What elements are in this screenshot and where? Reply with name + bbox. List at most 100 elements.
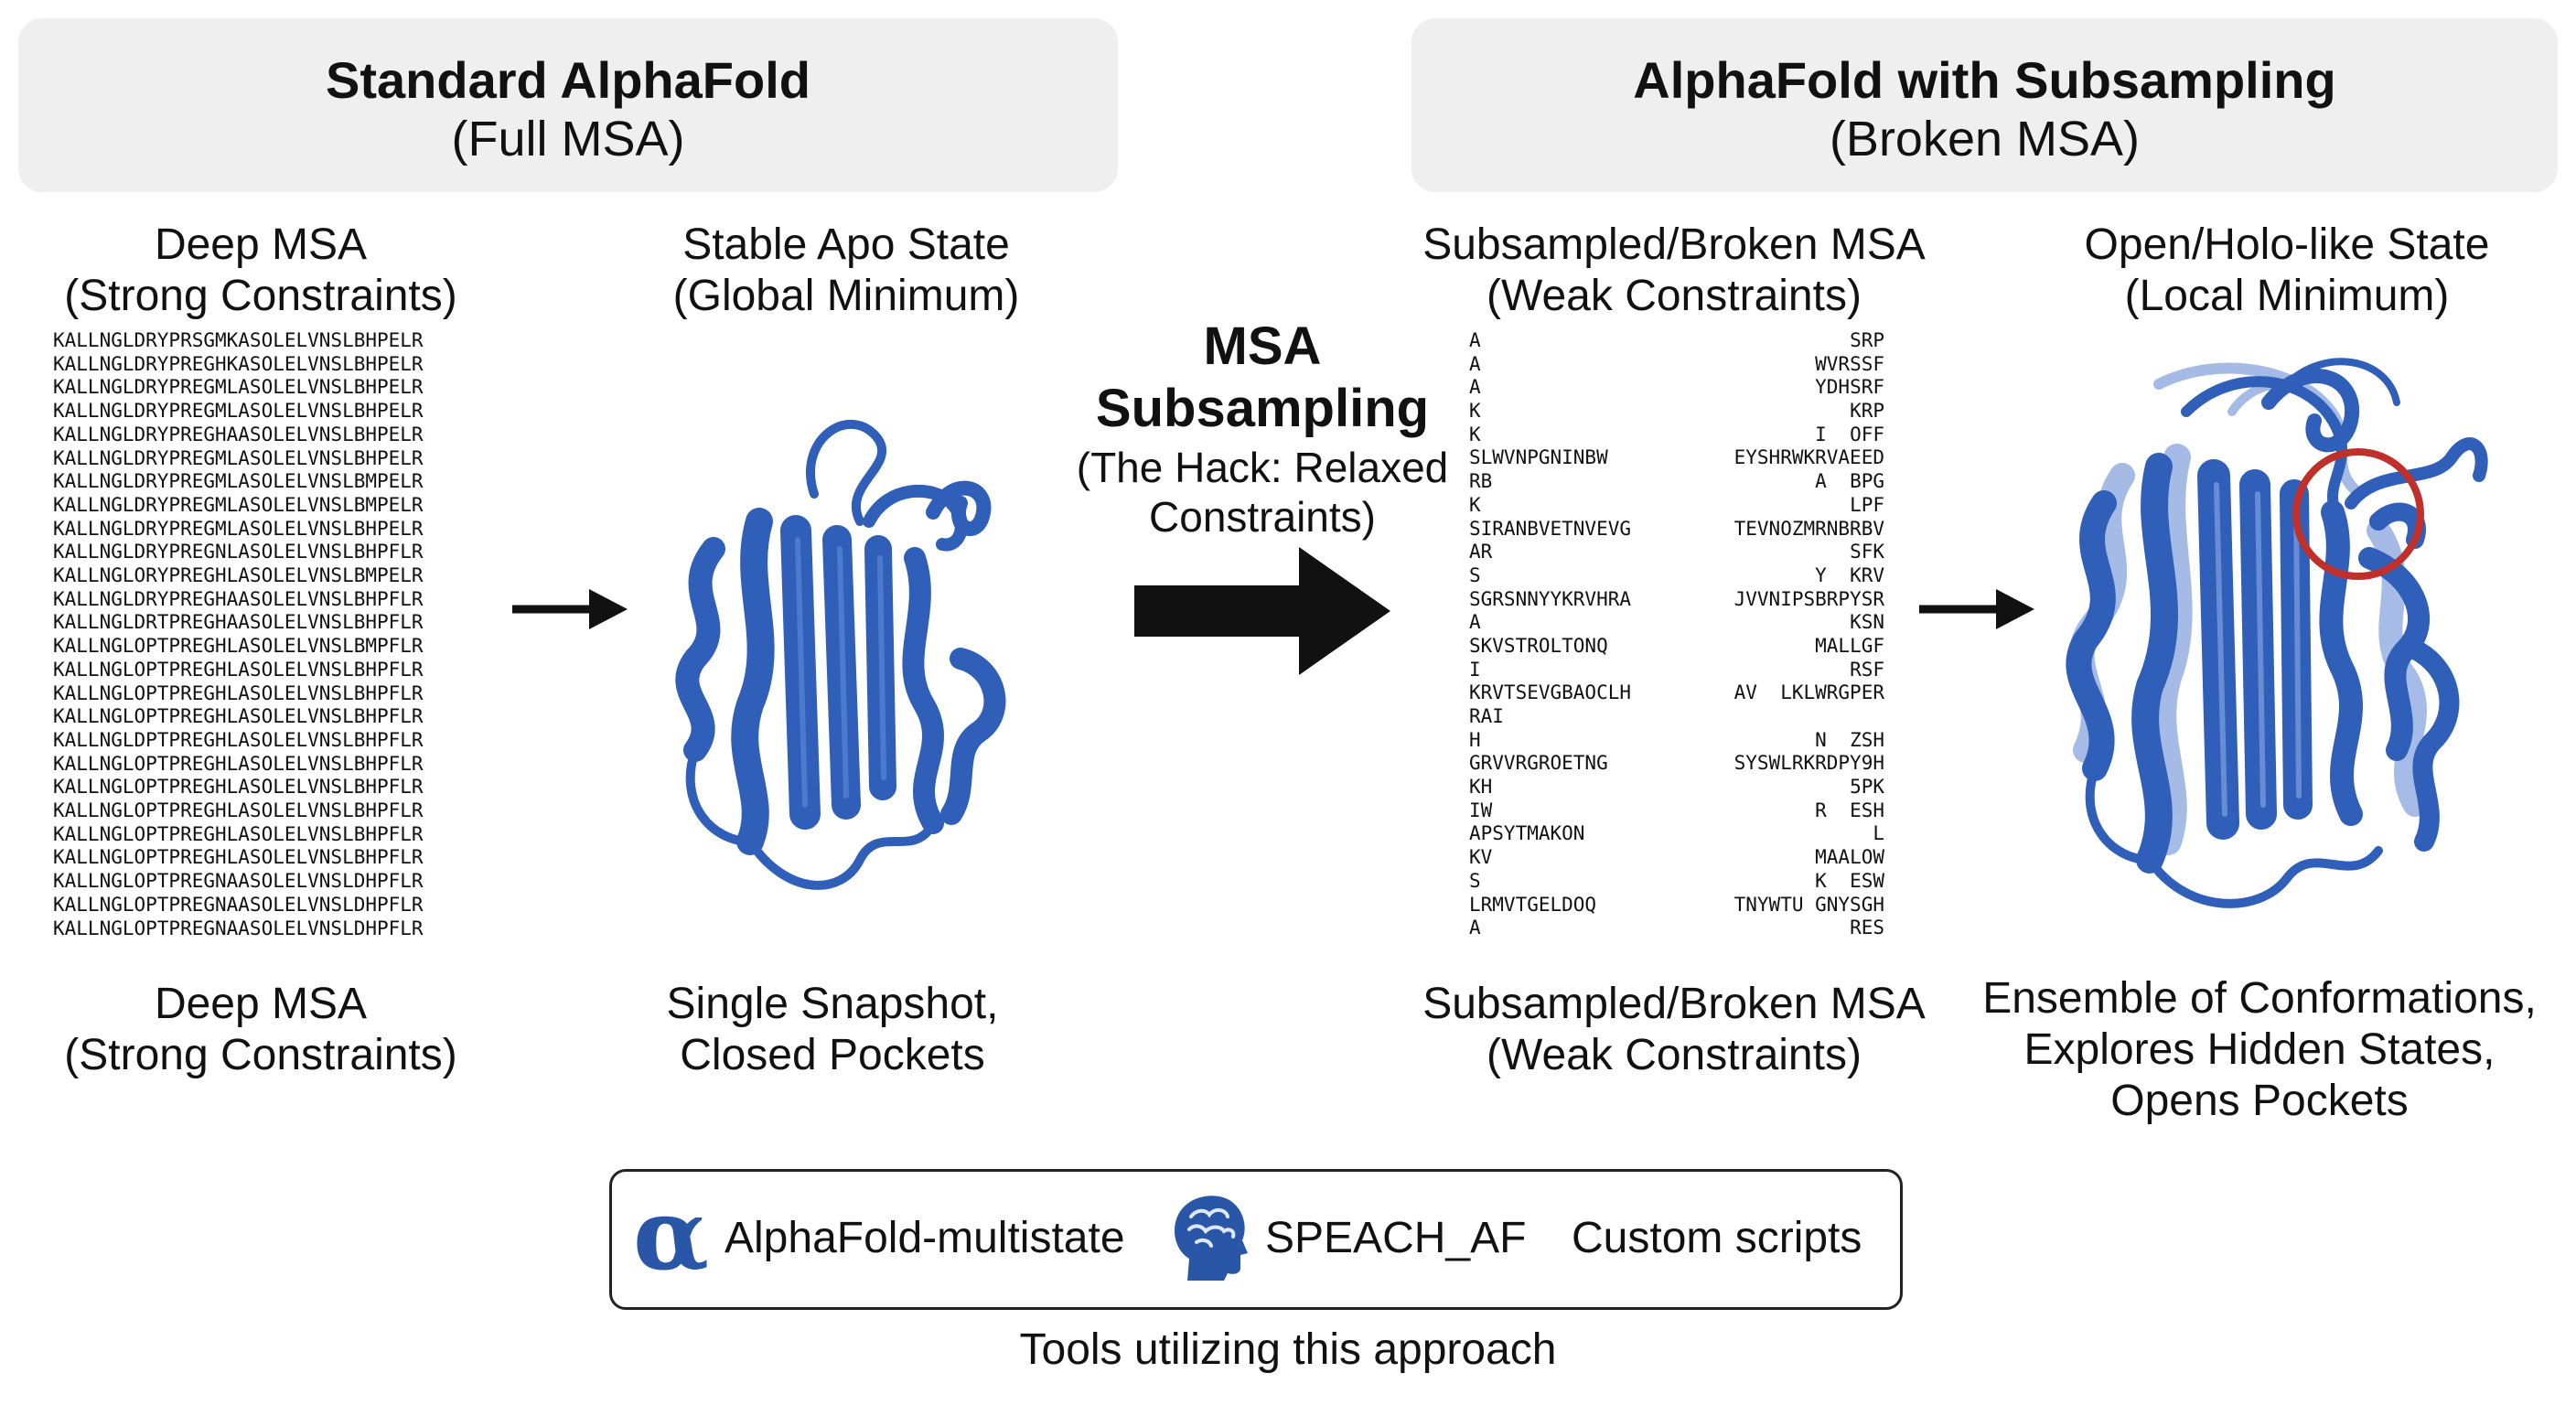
broken-msa-row-right [1701, 705, 1884, 729]
msa-row: KALLNGLDRYPREGMLASOLELVNSLBHPELR [53, 400, 424, 423]
broken-msa-row-right: SYSWLRKRDPY9H [1733, 752, 1884, 775]
msa-row: KALLNGLOPTPREGNAASOLELVNSLDHPFLR [53, 917, 424, 939]
right-panel-header: AlphaFold with Subsampling (Broken MSA) [1411, 18, 2558, 192]
broken-msa-row-right: K ESW [1815, 869, 1884, 892]
alpha-icon: α [633, 1177, 710, 1292]
broken-msa-row-right: L [1873, 822, 1884, 845]
msa-row: KALLNGLDRYPREGMLASOLELVNSLBMPELR [53, 493, 424, 516]
left-panel-header: Standard AlphaFold (Full MSA) [18, 18, 1118, 192]
broken-msa-row-left: SGRSNNYYKRVHRA [1469, 587, 1632, 610]
broken-msa-row-right: RSF [1850, 658, 1884, 681]
right-structure-bottom-caption: Ensemble of Conformations, Explores Hidd… [1982, 974, 2537, 1125]
broken-msa-row-left: SLWVNPGNINBW [1469, 446, 1608, 469]
right-msa-bottom-caption: Subsampled/Broken MSA (Weak Constraints) [1422, 980, 1926, 1079]
broken-msa-row-left: KH [1469, 776, 1493, 799]
broken-msa-row-left: A [1469, 329, 1481, 351]
left-structure-bottom-caption: Single Snapshot, Closed Pockets [666, 980, 999, 1079]
msa-row: KALLNGLOPTPREGNAASOLELVNSLDHPFLR [53, 870, 424, 893]
broken-msa-row-left: GRVVRGROETNG [1469, 752, 1608, 775]
broken-msa-row-left: K [1469, 400, 1481, 423]
msa-row: KALLNGLOPTPREGHLASOLELVNSLBHPFLR [53, 776, 424, 799]
broken-msa-row-right: TNYWTU GNYSGH [1733, 893, 1884, 916]
msa-row: KALLNGLOPTPREGHLASOLELVNSLBHPFLR [53, 752, 424, 775]
msa-row: KALLNGLOPTPREGHLASOLELVNSLBHPFLR [53, 799, 424, 822]
broken-msa-row-right: KSN [1850, 611, 1884, 634]
tool-alphafold-multistate: AlphaFold-multistate [724, 1214, 1125, 1262]
broken-msa-row-left: LRMVTGELDOQ [1469, 893, 1597, 916]
broken-msa-row-right: 5PK [1850, 776, 1884, 799]
msa-row: KALLNGLDRYPREGMLASOLELVNSLBHPELR [53, 376, 424, 399]
msa-row: KALLNGLOPTPREGHLASOLELVNSLBMPFLR [53, 635, 424, 658]
msa-row: KALLNGLOPTPREGNAASOLELVNSLDHPFLR [53, 893, 424, 916]
protein-structure-ensemble [2066, 358, 2488, 908]
msa-row: KALLNGLDRYPREGNLASOLELVNSLBHPFLR [53, 541, 424, 563]
msa-subsampling-subtitle: (The Hack: Relaxed Constraints) [1076, 444, 1449, 541]
broken-msa-row-right: YDHSRF [1815, 376, 1884, 399]
broken-msa-row-right: AV LKLWRGPER [1733, 681, 1884, 704]
right-panel-title: AlphaFold with Subsampling [1633, 51, 2336, 109]
broken-msa-row-left: H [1469, 728, 1481, 751]
broken-msa-row-right: TEVNOZMRNBRBV [1733, 517, 1884, 540]
tools-caption: Tools utilizing this approach [1019, 1325, 1557, 1374]
left-panel-title: Standard AlphaFold [326, 51, 810, 109]
tools-box [609, 1169, 1903, 1310]
broken-msa-row-left: A [1469, 917, 1481, 939]
broken-msa-row-right: SRP [1850, 329, 1884, 351]
broken-msa-row-right: EYSHRWKRVAEED [1733, 446, 1884, 469]
right-msa-top-caption: Subsampled/Broken MSA (Weak Constraints) [1422, 220, 1926, 320]
broken-msa-row-right: WVRSSF [1815, 352, 1884, 375]
msa-row: KALLNGLOPTPREGHLASOLELVNSLBHPFLR [53, 681, 424, 704]
msa-row: KALLNGLDRYPREGMLASOLELVNSLBHPELR [53, 517, 424, 540]
msa-row: KALLNGLDRYPREGMLASOLELVNSLBHPELR [53, 446, 424, 469]
msa-row: KALLNGLDRTPREGHAASOLELVNSLBHPFLR [53, 611, 424, 634]
broken-msa-row-left: S [1469, 869, 1481, 892]
msa-row: KALLNGLDRYPREGMLASOLELVNSLBMPELR [53, 470, 424, 493]
broken-msa-row-left: RB [1469, 470, 1493, 493]
broken-msa-row-left: APSYTMAKON [1469, 822, 1585, 845]
msa-row: KALLNGLOPTPREGHLASOLELVNSLBHPFLR [53, 822, 424, 845]
brain-head-icon [1175, 1196, 1248, 1281]
arrow-right-icon [512, 589, 628, 629]
broken-msa-row-left: S [1469, 563, 1481, 586]
right-structure-top-caption: Open/Holo-like State (Local Minimum) [2084, 220, 2490, 320]
broken-msa-row-left: K [1469, 493, 1481, 516]
broken-msa-row-right: KRP [1850, 400, 1884, 423]
broken-msa-row-right: MALLGF [1815, 634, 1884, 657]
broken-msa-row-left: A [1469, 376, 1481, 399]
broken-msa-row-left: KRVTSEVGBAOCLH [1469, 681, 1632, 704]
broken-msa-row-left: SKVSTROLTONQ [1469, 634, 1608, 657]
msa-row: KALLNGLDRYPRSGMKASOLELVNSLBHPELR [53, 329, 424, 351]
msa-row: KALLNGLOPTPREGHLASOLELVNSLBHPFLR [53, 658, 424, 681]
broken-msa-row-left: I [1469, 658, 1481, 681]
broken-msa-row-left: K [1469, 423, 1481, 445]
broken-msa-row-right: I OFF [1815, 423, 1884, 445]
right-panel-subtitle: (Broken MSA) [1829, 112, 2141, 166]
broken-msa-row-right: R ESH [1815, 799, 1884, 821]
broken-msa-row-right: N ZSH [1815, 728, 1884, 751]
left-structure-top-caption: Stable Apo State (Global Minimum) [672, 220, 1020, 320]
arrow-right-icon [1134, 547, 1390, 675]
broken-msa-row-right: MAALOW [1815, 846, 1884, 869]
broken-msa-row-left: SIRANBVETNVEVG [1469, 517, 1632, 540]
broken-msa-row-left: AR [1469, 541, 1493, 563]
broken-msa-row-left: KV [1469, 846, 1493, 869]
msa-row: KALLNGLORYPREGHLASOLELVNSLBMPELR [53, 564, 424, 587]
tool-speach-af: SPEACH_AF [1265, 1214, 1527, 1262]
msa-row: KALLNGLDRYPREGHKASOLELVNSLBHPELR [53, 352, 424, 375]
msa-row: KALLNGLDRYPREGHAASOLELVNSLBHPELR [53, 423, 424, 445]
broken-msa-row-left: IW [1469, 799, 1493, 821]
msa-row: KALLNGLOPTPREGHLASOLELVNSLBHPFLR [53, 846, 424, 869]
broken-msa-row-left: A [1469, 352, 1481, 375]
msa-row: KALLNGLDRYPREGHAASOLELVNSLBHPFLR [53, 587, 424, 610]
left-panel-subtitle: (Full MSA) [451, 112, 685, 166]
left-msa-bottom-caption: Deep MSA (Strong Constraints) [64, 980, 457, 1079]
msa-row: KALLNGLDPTPREGHLASOLELVNSLBHPFLR [53, 728, 424, 751]
msa-subsampling-title: MSA Subsampling [1095, 316, 1430, 438]
broken-msa-row-right: RES [1850, 917, 1884, 939]
left-msa-top-caption: Deep MSA (Strong Constraints) [64, 220, 457, 320]
broken-msa-row-left: RAI [1469, 705, 1504, 727]
broken-msa-row-right: JVVNIPSBRPYSR [1733, 587, 1884, 610]
